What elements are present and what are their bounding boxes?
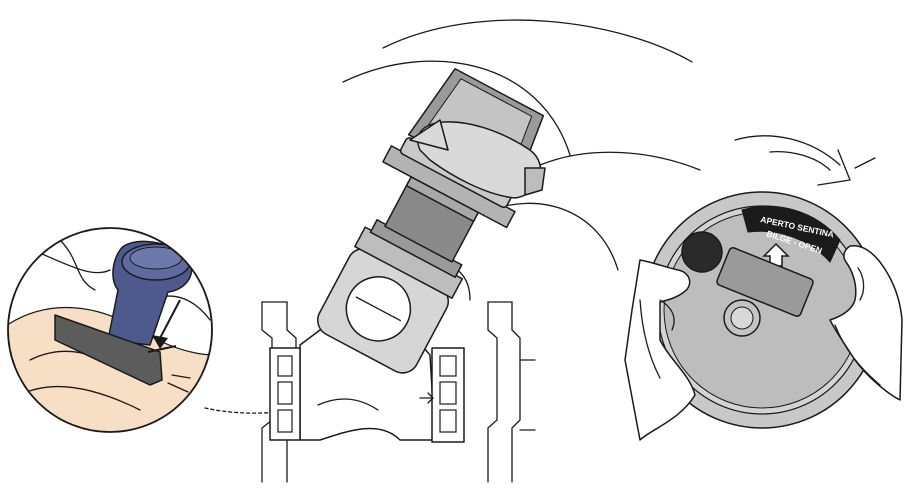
turn-arrow: [735, 136, 875, 185]
detail-inset: [0, 228, 230, 440]
cap-knob: [682, 232, 722, 272]
strainer-valve: [299, 59, 561, 385]
